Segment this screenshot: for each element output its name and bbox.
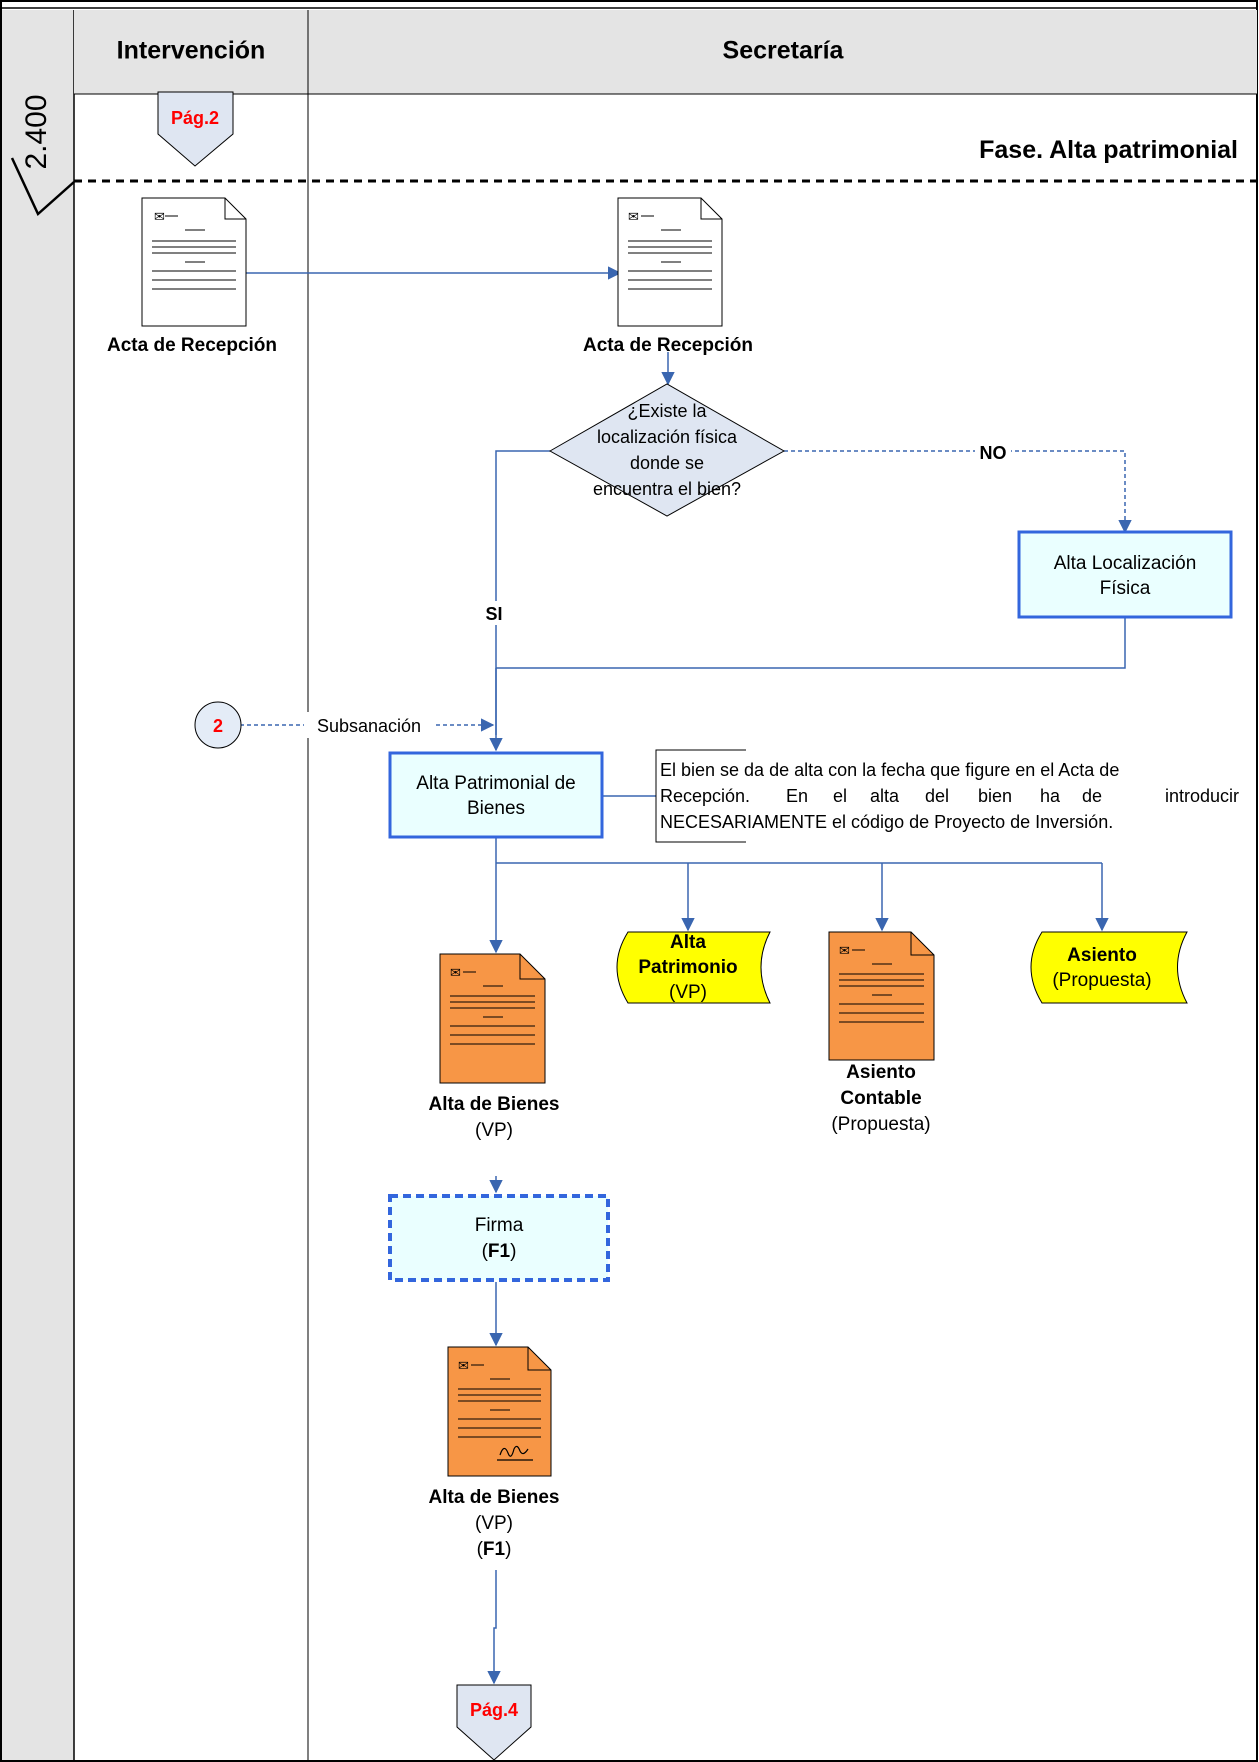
process-alta-localizacion[interactable]: Alta Localización Física — [1017, 530, 1233, 619]
svg-text:el: el — [833, 786, 847, 806]
annotation-note: El bien se da de alta con la fecha que f… — [655, 749, 1239, 843]
no-label-bg — [975, 440, 1011, 464]
note-line-1: El bien se da de alta con la fecha que f… — [660, 760, 1119, 780]
line-decision-si — [495, 450, 550, 735]
subsanacion-label: Subsanación — [317, 716, 421, 736]
doc-label-acta-intervencion: Acta de Recepción — [107, 335, 277, 356]
arrow-decision-no — [784, 450, 1132, 534]
doc-icon-glyph: ✉ — [154, 209, 165, 224]
document-acta-secretaria[interactable]: ✉ — [617, 197, 723, 327]
process-firma-line2: (F1) — [482, 1241, 517, 1262]
page-ref-top-label: Pág.2 — [171, 108, 219, 128]
svg-text:de: de — [1082, 786, 1102, 806]
decision-no-label: NO — [980, 443, 1007, 463]
lane-title-intervencion: Intervención — [117, 37, 266, 65]
doc-alta-bienes-f1-title: Alta de Bienes — [429, 1487, 560, 1508]
doc-asiento-contable-line1: Asiento — [846, 1062, 916, 1083]
doc-asiento-contable-sub: (Propuesta) — [831, 1114, 930, 1135]
process-alta-patrimonial-line2: Bienes — [467, 798, 525, 819]
document-acta-intervencion[interactable]: ✉ — [141, 197, 247, 327]
process-alta-localizacion-line2: Física — [1100, 578, 1151, 599]
document-alta-bienes[interactable]: ✉ — [439, 953, 546, 1084]
note-line-2: Recepción. En el alta del bien ha de int… — [660, 786, 1239, 806]
connector-number: 2 — [213, 716, 223, 736]
stored-alta-patrimonio-line1: Alta — [670, 932, 706, 953]
page-ref-bottom-label: Pág.4 — [470, 1700, 518, 1720]
signature-icon — [497, 1445, 533, 1461]
decision-line-1: ¿Existe la — [627, 401, 707, 421]
svg-text:Recepción.: Recepción. — [660, 786, 750, 806]
si-label-bg — [480, 601, 512, 625]
section-band — [2, 10, 74, 1760]
offpage-connector-2[interactable]: 2 — [194, 701, 242, 749]
page-ref-top[interactable]: Pág.2 — [157, 91, 234, 167]
section-chevron — [10, 157, 75, 217]
stored-asiento-sub: (Propuesta) — [1052, 970, 1151, 991]
doc-alta-bienes-f1-code: (F1) — [477, 1539, 512, 1560]
doc-icon-glyph: ✉ — [628, 209, 639, 224]
stored-alta-patrimonio-sub: (VP) — [669, 982, 707, 1003]
process-alta-localizacion-line1: Alta Localización — [1054, 553, 1197, 574]
doc-alta-bienes-sub: (VP) — [475, 1120, 513, 1141]
stored-asiento[interactable]: Asiento (Propuesta) — [1030, 931, 1188, 1004]
process-alta-patrimonial[interactable]: Alta Patrimonial de Bienes — [388, 751, 604, 839]
flow-lines — [240, 266, 1132, 1685]
process-firma-line1: Firma — [475, 1215, 524, 1236]
line-localizacion-merge — [496, 617, 1126, 669]
stored-asiento-line1: Asiento — [1067, 945, 1137, 966]
doc-icon-glyph: ✉ — [458, 1358, 469, 1373]
doc-alta-bienes-title: Alta de Bienes — [429, 1094, 560, 1115]
svg-text:ha: ha — [1040, 786, 1061, 806]
doc-label-acta-secretaria: Acta de Recepción — [583, 335, 753, 356]
note-line-3: NECESARIAMENTE el código de Proyecto de … — [660, 812, 1113, 832]
stored-alta-patrimonio[interactable]: Alta Patrimonio (VP) — [616, 931, 771, 1004]
document-alta-bienes-f1[interactable]: ✉ — [447, 1346, 552, 1477]
svg-text:introducir: introducir — [1165, 786, 1239, 806]
decision-line-2: localización física — [597, 427, 738, 447]
svg-text:En: En — [786, 786, 808, 806]
lane-title-secretaria: Secretaría — [723, 37, 845, 65]
svg-text:del: del — [925, 786, 949, 806]
header-intervencion-bg — [74, 10, 308, 94]
decision-existe-localizacion[interactable]: ¿Existe la localización física donde se … — [548, 383, 786, 517]
page-ref-bottom[interactable]: Pág.4 — [456, 1684, 532, 1761]
svg-text:bien: bien — [978, 786, 1012, 806]
section-code: 2.400 — [20, 94, 53, 169]
decision-line-3: donde se — [630, 453, 704, 473]
doc-icon-glyph: ✉ — [450, 965, 461, 980]
document-asiento-contable[interactable]: ✉ — [828, 931, 935, 1061]
svg-text:alta: alta — [870, 786, 900, 806]
phase-title: Fase. Alta patrimonial — [979, 136, 1238, 164]
stored-alta-patrimonio-line2: Patrimonio — [638, 957, 737, 978]
process-alta-patrimonial-line1: Alta Patrimonial de — [416, 773, 575, 794]
header-secretaria-bg — [308, 10, 1257, 94]
subsanacion-label-bg — [304, 712, 434, 738]
process-firma[interactable]: Firma (F1) — [388, 1194, 610, 1282]
doc-asiento-contable-line2: Contable — [840, 1088, 921, 1109]
decision-line-4: encuentra el bien? — [593, 479, 741, 499]
decision-si-label: SI — [485, 604, 502, 624]
doc-icon-glyph: ✉ — [839, 943, 850, 958]
doc-alta-bienes-f1-sub: (VP) — [475, 1513, 513, 1534]
arrow-to-page-ref-bottom — [487, 1570, 501, 1685]
